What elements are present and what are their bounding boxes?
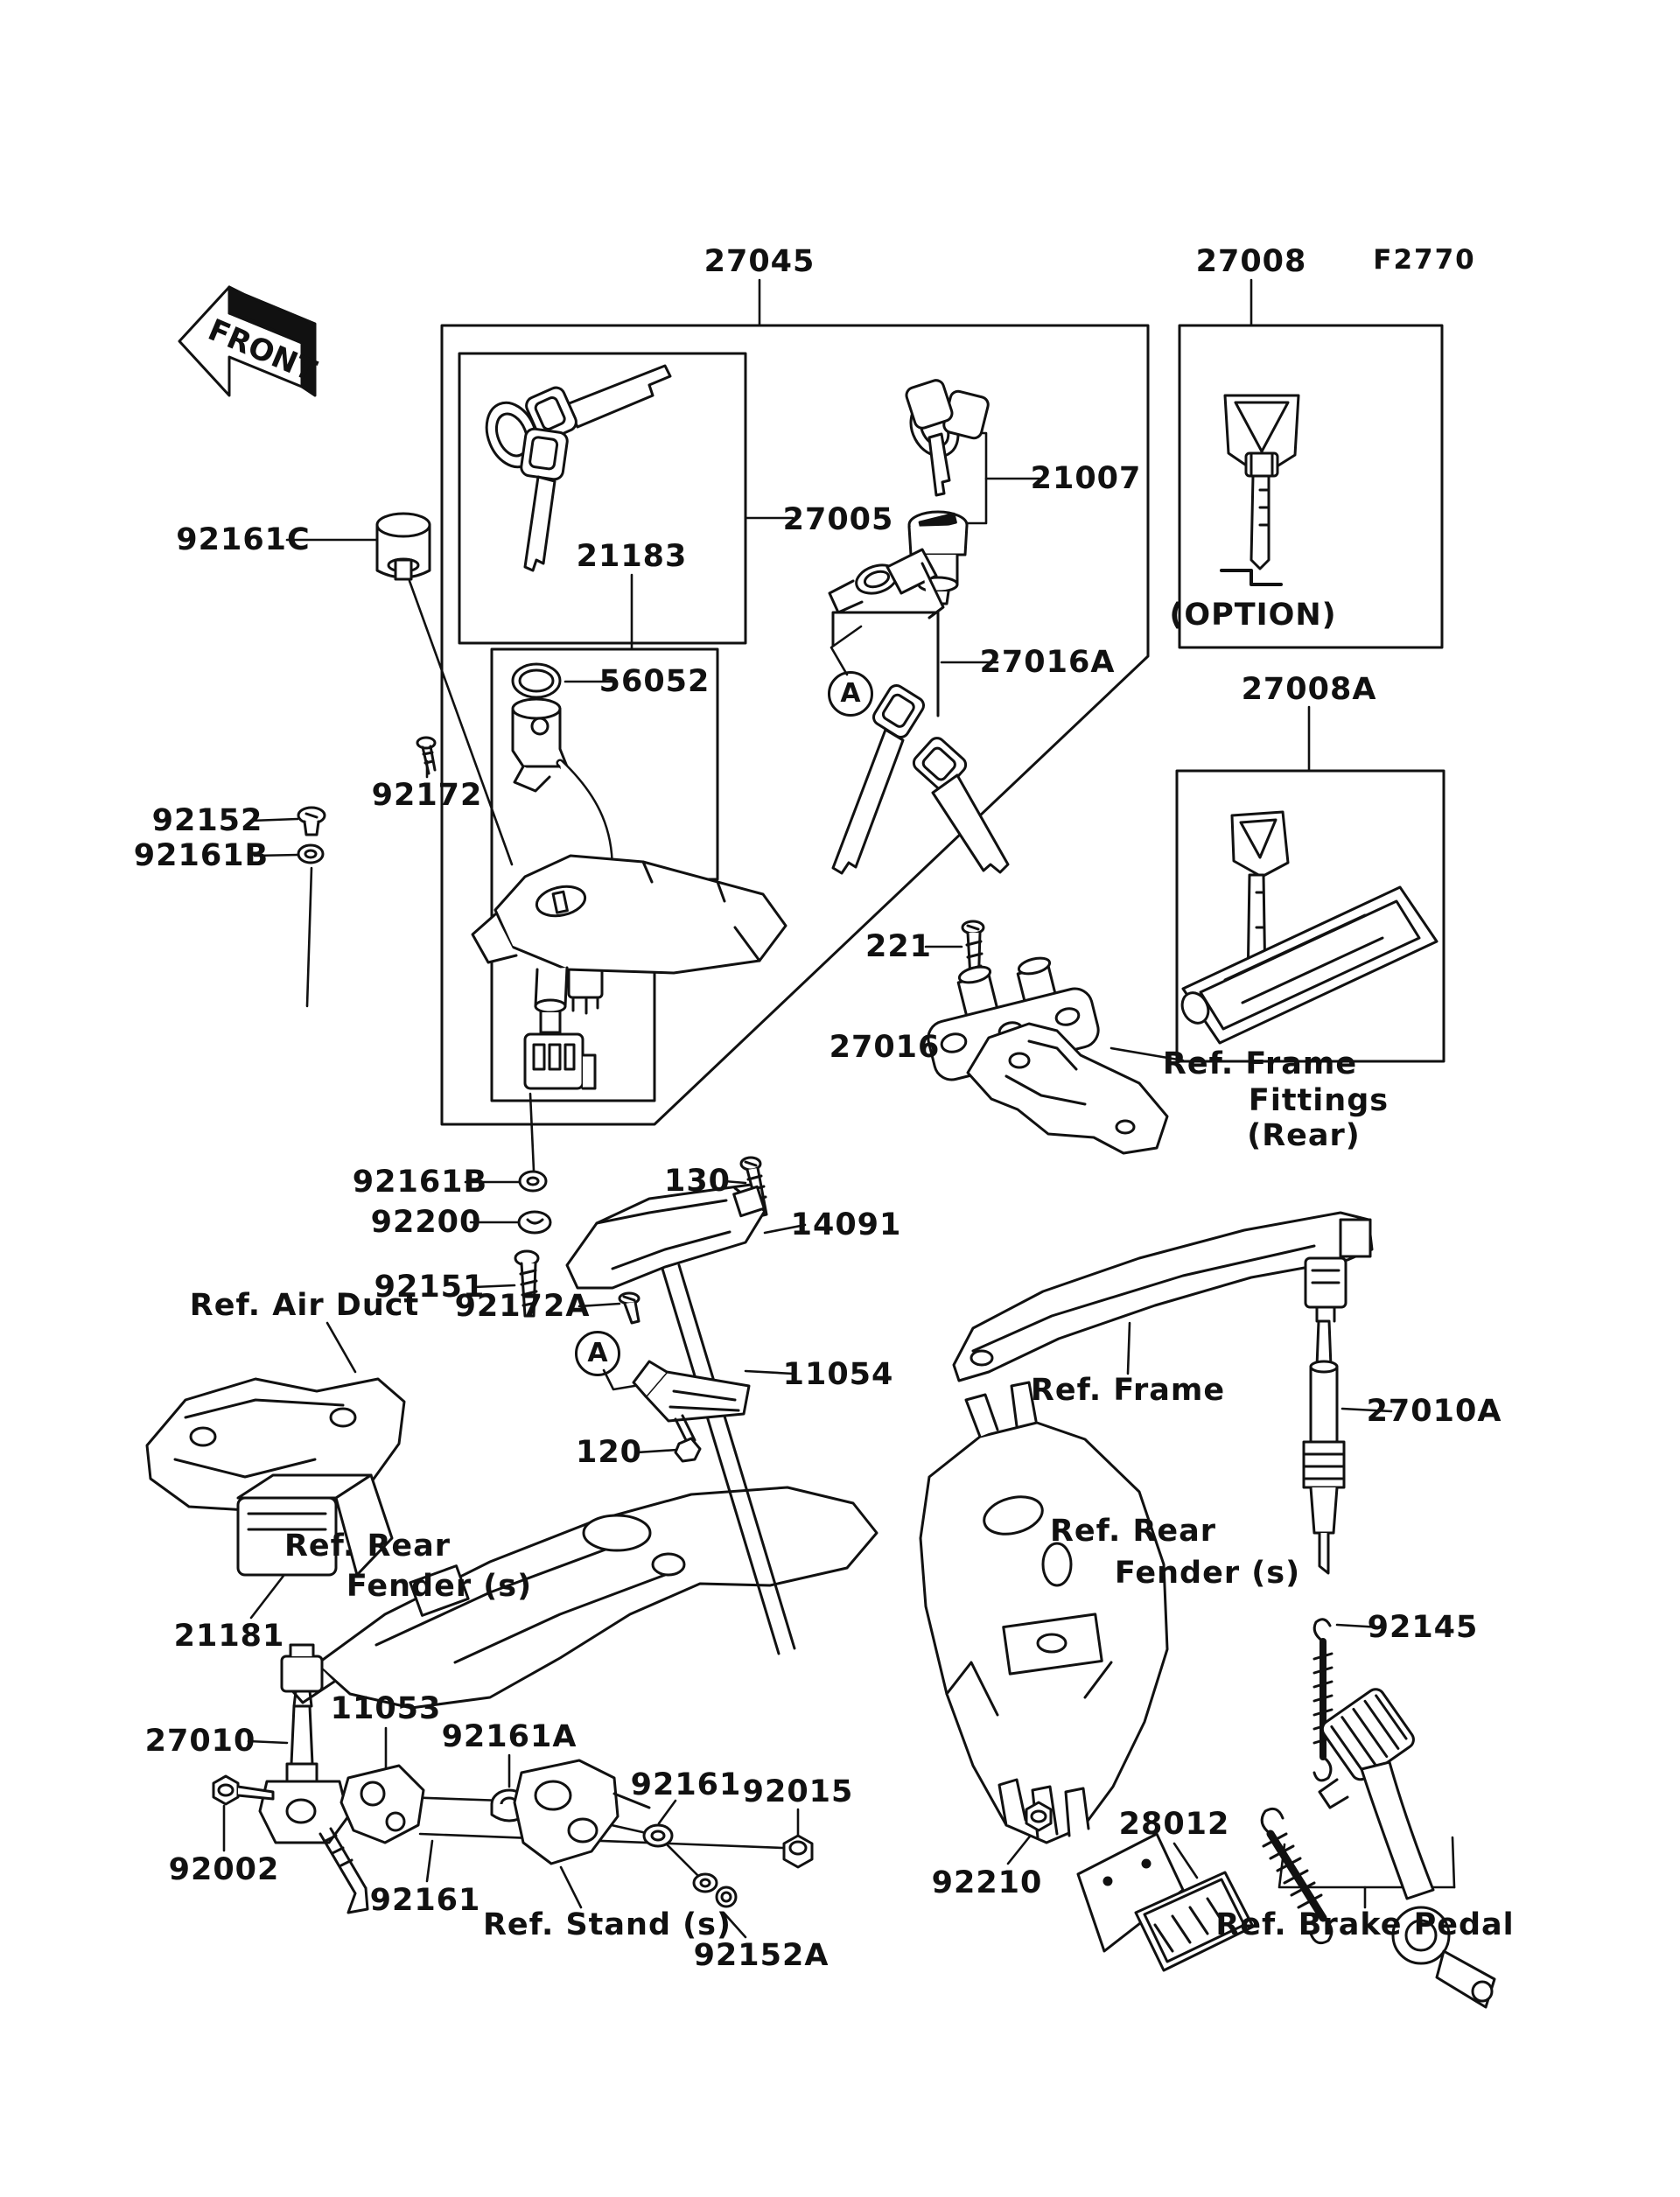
spare-keys-27016a-drawing [831, 684, 1010, 875]
part-label-option: (OPTION) [1169, 598, 1337, 633]
washer-92161b2-drawing [518, 1170, 548, 1193]
cap-92161c-drawing [375, 512, 431, 581]
part-label-92161c: 92161C [176, 522, 311, 557]
bracket-11053-drawing [340, 1764, 425, 1844]
rear-fender-right-drawing [919, 1381, 1169, 1844]
blank-key-27008-drawing [1220, 394, 1300, 586]
nut-92210-drawing [1025, 1801, 1053, 1832]
part-label-92002: 92002 [168, 1852, 280, 1887]
bolt-92002-drawing [212, 1774, 275, 1806]
part-label-28012: 28012 [1118, 1807, 1230, 1842]
part-label-ref-rear-fender-right-2: Fender (s) [1114, 1556, 1301, 1591]
part-label-27045: 27045 [704, 244, 816, 279]
part-label-ref-stand: Ref. Stand (s) [482, 1907, 732, 1942]
part-label-ref-frame: Ref. Frame [1030, 1373, 1226, 1408]
part-label-92161a: 92161A [441, 1719, 578, 1754]
part-label-92161b-1: 92161B [133, 838, 270, 873]
nut-92015-drawing [782, 1834, 814, 1869]
brake-pedal-drawing [1318, 1688, 1496, 2009]
part-label-92172: 92172 [371, 778, 483, 813]
part-label-21183: 21183 [576, 539, 688, 574]
figure-code: F2770 [1373, 244, 1476, 276]
part-label-ref-rear-fender-right-1: Ref. Rear [1049, 1514, 1217, 1549]
switch-27010-drawing [258, 1643, 369, 1914]
screw-92172-drawing [416, 736, 437, 775]
part-label-ref-frame-fittings-1: Ref. Frame [1162, 1046, 1358, 1081]
part-label-27016: 27016 [829, 1030, 941, 1065]
part-label-221: 221 [864, 929, 933, 964]
part-label-ref-brake-pedal: Ref. Brake Pedal [1215, 1907, 1515, 1942]
part-label-92015: 92015 [742, 1774, 854, 1809]
washer-92200-drawing [517, 1210, 552, 1235]
screw-92172a-drawing [618, 1291, 640, 1325]
part-label-92152a: 92152A [693, 1938, 830, 1973]
bolt-120-drawing [674, 1414, 702, 1463]
pedal-spring-drawing [1260, 1807, 1334, 1945]
part-label-27010: 27010 [144, 1724, 256, 1759]
part-label-120: 120 [575, 1435, 643, 1470]
frame-fittings-bracket-drawing [966, 1022, 1169, 1155]
part-label-ref-rear-fender-left-2: Fender (s) [346, 1569, 533, 1604]
part-label-92152: 92152 [151, 803, 263, 838]
stand-bracket-drawing [513, 1759, 651, 1865]
rear-frame-beam-drawing [952, 1211, 1374, 1382]
part-label-11053: 11053 [330, 1691, 442, 1726]
part-label-27008: 27008 [1195, 244, 1307, 279]
part-label-21007: 21007 [1030, 461, 1142, 496]
front-arrow: FRONT [178, 285, 322, 397]
part-label-92145: 92145 [1367, 1610, 1479, 1645]
steering-stem-drawing [661, 1263, 796, 1655]
switch-cover-14091-drawing [565, 1183, 766, 1290]
part-label-11054: 11054 [782, 1357, 894, 1392]
part-label-27008a: 27008A [1241, 672, 1377, 707]
key-fob-27008a-drawing [1180, 810, 1438, 1045]
part-label-14091: 14091 [790, 1207, 902, 1242]
ignition-key-set-drawing [485, 364, 672, 572]
immobilizer-antenna-27016a-drawing [828, 548, 945, 717]
ring-56052-drawing [511, 662, 562, 699]
bolt-92151-drawing [514, 1249, 540, 1318]
part-label-27010a: 27010A [1366, 1394, 1502, 1429]
ignition-switch-body-drawing [471, 854, 788, 1090]
part-label-ref-frame-fittings-2: Fittings [1248, 1083, 1390, 1118]
group-box-27008 [1175, 324, 1446, 1063]
part-label-92172a: 92172A [454, 1289, 591, 1324]
part-label-27005: 27005 [782, 502, 894, 537]
washer-92161-right-drawing [642, 1823, 674, 1848]
screw-92152-drawing [297, 806, 326, 836]
part-label-ref-rear-fender-left-1: Ref. Rear [284, 1529, 452, 1564]
ecu-21181-drawing [236, 1473, 394, 1577]
washer-92161b-drawing [297, 843, 325, 864]
switch-27010a-drawing [1302, 1256, 1348, 1575]
bracket-11054-drawing [632, 1360, 751, 1423]
part-label-92151: 92151 [374, 1270, 486, 1305]
part-label-92161-2: 92161 [369, 1883, 481, 1918]
part-label-92210: 92210 [931, 1865, 1043, 1900]
part-label-130: 130 [663, 1164, 732, 1199]
part-label-92200: 92200 [370, 1205, 482, 1240]
part-label-92161-1: 92161 [630, 1767, 742, 1802]
spring-92145-drawing [1312, 1618, 1334, 1782]
plate-bracket-drawing [1076, 1832, 1185, 1953]
part-label-56052: 56052 [598, 664, 710, 699]
part-label-21181: 21181 [173, 1619, 285, 1654]
part-label-ref-air-duct: Ref. Air Duct [189, 1288, 420, 1323]
reflector-28012-drawing [1134, 1871, 1255, 1972]
part-label-92161b-2: 92161B [352, 1165, 488, 1200]
part-label-27016a: 27016A [979, 645, 1116, 680]
marker-a-1: A [828, 671, 873, 717]
part-label-ref-frame-fittings-3: (Rear) [1247, 1118, 1361, 1153]
bolt-92152a-drawing [692, 1872, 738, 1908]
marker-a-2: A [575, 1331, 620, 1376]
